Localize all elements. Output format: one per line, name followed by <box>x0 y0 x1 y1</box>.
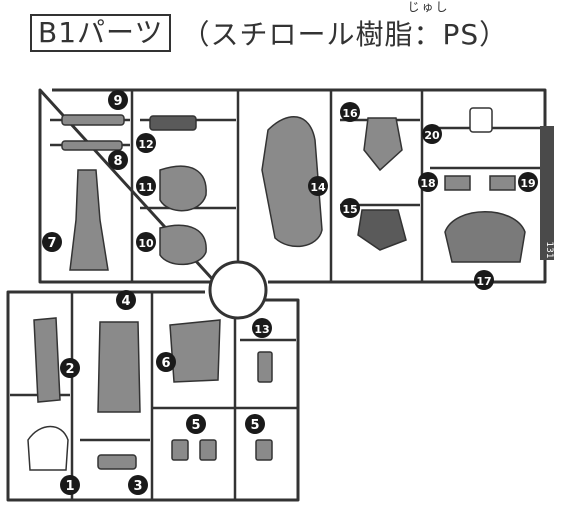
badge-circle <box>60 358 80 378</box>
part-badge-15: 15 <box>340 198 360 218</box>
part-9-shape <box>61 114 125 126</box>
part-18-shape <box>444 175 471 191</box>
badge-number: 19 <box>520 177 535 190</box>
badge-circle <box>422 124 442 144</box>
part-badge-1: 1 <box>60 475 80 495</box>
part-badge-3: 3 <box>128 475 148 495</box>
runner-tag <box>540 126 554 260</box>
part-10-shape <box>159 224 207 266</box>
badge-circle <box>60 475 80 495</box>
part-2-shape <box>33 317 61 403</box>
part-19-shape <box>489 175 516 191</box>
badge-number: 1 <box>65 479 74 494</box>
material-text: （スチロール樹脂：PS） <box>181 18 509 51</box>
part-badge-4: 4 <box>116 290 136 310</box>
ruby-text: じゅし <box>407 0 450 14</box>
badge-number: 13 <box>254 323 269 336</box>
part-17-shape <box>444 211 526 263</box>
part-badge-11: 11 <box>136 176 156 196</box>
badge-circle <box>474 270 494 290</box>
badge-number: 15 <box>342 203 357 216</box>
part-5a-shape-b <box>199 439 217 461</box>
badge-circle <box>308 176 328 196</box>
part-5b-shape <box>255 439 273 461</box>
part-badge-14: 14 <box>308 176 328 196</box>
badge-number: 8 <box>113 154 122 169</box>
part-5a-shape <box>171 439 189 461</box>
part-badge-7: 7 <box>42 232 62 252</box>
part-shapes <box>27 107 526 471</box>
part-15-shape <box>357 209 407 251</box>
part-badge-18: 18 <box>418 172 438 192</box>
part-badge-10: 10 <box>136 232 156 252</box>
runner-ring <box>208 260 268 320</box>
header: B1パーツ じゅし （スチロール樹脂：PS） <box>30 1 509 52</box>
part-20-shape <box>469 107 493 133</box>
badge-circle <box>108 150 128 170</box>
part-badge-2: 2 <box>60 358 80 378</box>
part-4-shape <box>97 321 141 413</box>
part-badge-13: 13 <box>252 318 272 338</box>
part-badge-19: 19 <box>518 172 538 192</box>
badge-number: 3 <box>133 479 142 494</box>
badge-number: 7 <box>47 236 56 251</box>
badge-circle <box>136 176 156 196</box>
part-16-shape <box>363 117 403 172</box>
badge-circle <box>245 414 265 434</box>
badge-circle <box>136 133 156 153</box>
badge-number: 2 <box>65 362 74 377</box>
badge-circle <box>186 414 206 434</box>
badge-circle <box>42 232 62 252</box>
badge-number: 14 <box>310 181 326 194</box>
badge-circle <box>156 352 176 372</box>
badge-number: 17 <box>476 275 491 288</box>
badge-circle <box>252 318 272 338</box>
badge-number: 18 <box>420 177 435 190</box>
badge-number: 16 <box>342 107 358 120</box>
part-11-shape <box>159 165 207 212</box>
badge-circle <box>136 232 156 252</box>
part-6-shape <box>169 319 221 383</box>
badge-number: 11 <box>138 181 153 194</box>
badge-circle <box>340 102 360 122</box>
badge-number: 10 <box>138 237 154 250</box>
part-code-label: B1パーツ <box>30 14 172 52</box>
part-8-shape <box>61 140 123 151</box>
part-badge-8: 8 <box>108 150 128 170</box>
part-13-shape <box>257 351 273 383</box>
part-1-shape <box>27 425 69 471</box>
part-badge-5: 5 <box>186 414 206 434</box>
badge-number: 5 <box>191 418 200 433</box>
badge-number: 9 <box>113 94 122 109</box>
runner-code: 131 <box>544 241 554 258</box>
badge-number: 5 <box>250 418 259 433</box>
part-14-shape <box>261 115 323 248</box>
badge-number: 12 <box>138 138 153 151</box>
part-7-shape <box>69 169 109 271</box>
part-badge-16: 16 <box>340 102 360 122</box>
part-badge-6: 6 <box>156 352 176 372</box>
part-3-shape <box>97 454 137 470</box>
badge-circle <box>108 90 128 110</box>
part-badge-12: 12 <box>136 133 156 153</box>
part-badge-17: 17 <box>474 270 494 290</box>
part-12-shape <box>149 115 197 131</box>
part-badge-9: 9 <box>108 90 128 110</box>
badge-circle <box>340 198 360 218</box>
badge-number: 6 <box>161 356 170 371</box>
badge-circle <box>418 172 438 192</box>
badge-circle <box>128 475 148 495</box>
material-label: じゅし （スチロール樹脂：PS） <box>181 1 509 52</box>
badge-number: 20 <box>424 129 440 142</box>
badge-circle <box>116 290 136 310</box>
part-badge-5: 5 <box>245 414 265 434</box>
badge-number: 4 <box>121 294 130 309</box>
part-badge-20: 20 <box>422 124 442 144</box>
badge-circle <box>518 172 538 192</box>
